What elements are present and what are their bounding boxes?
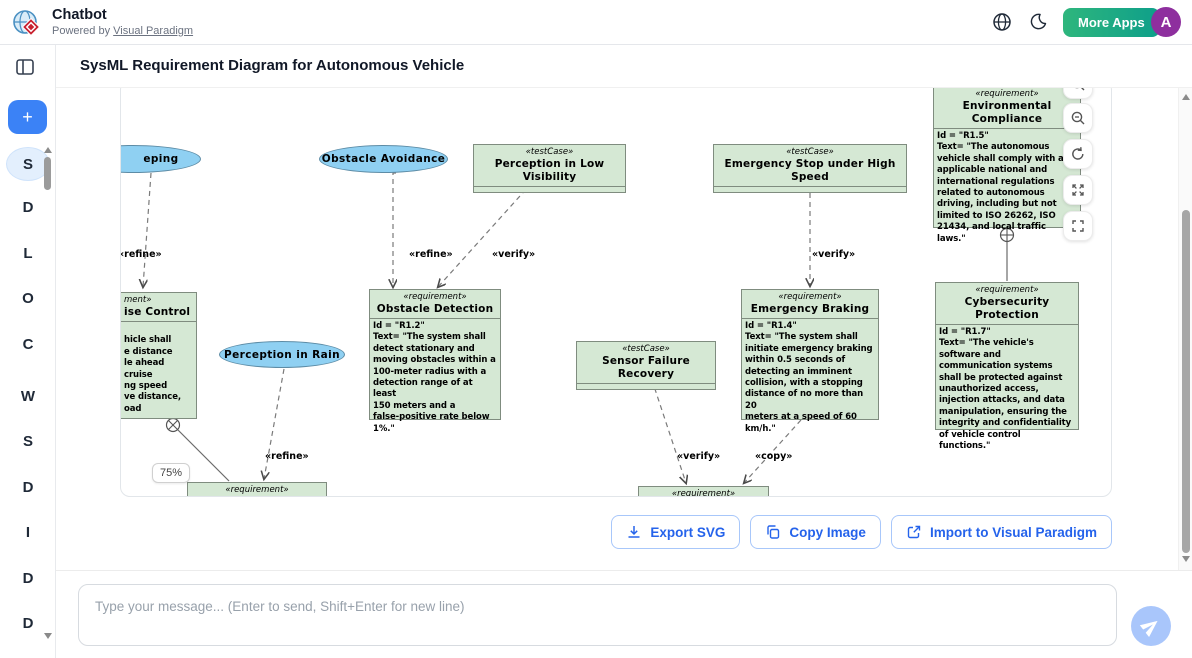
external-link-icon: [907, 525, 921, 539]
requirement-environmental-compliance[interactable]: «requirement» Environmental Compliance I…: [933, 88, 1081, 244]
requirement-sensor-fusion-accuracy[interactable]: «requirement» Sensor Fusion Accuracy: [187, 482, 327, 496]
new-chat-button[interactable]: +: [8, 100, 47, 134]
main-scrollbar[interactable]: [1178, 88, 1192, 570]
export-svg-button[interactable]: Export SVG: [611, 515, 741, 549]
expand-arrows-button[interactable]: [1063, 175, 1093, 205]
sidebar-item-8[interactable]: D: [22, 478, 34, 496]
fullscreen-brackets-icon: [1072, 220, 1084, 232]
scroll-up-button[interactable]: [1182, 94, 1190, 100]
edge-label-verify: «verify»: [492, 249, 536, 260]
sidebar-item-4[interactable]: O: [22, 289, 34, 307]
edge-label-verify: «verify»: [812, 249, 856, 260]
powered-by: Powered by Visual Paradigm: [52, 25, 194, 37]
globe-language-icon[interactable]: [992, 12, 1012, 32]
main-scrollbar-thumb[interactable]: [1182, 210, 1190, 553]
arrows-out-icon: [1072, 184, 1084, 196]
visual-paradigm-logo-icon: [13, 10, 41, 37]
containment-anchor-icon: [165, 227, 1015, 433]
reset-view-button[interactable]: [1063, 139, 1093, 169]
sidebar-item-7[interactable]: S: [22, 432, 33, 450]
plus-icon: +: [22, 106, 33, 127]
sidebar-toggle-icon[interactable]: [16, 59, 34, 75]
sidebar-scrollbar-thumb[interactable]: [44, 157, 51, 190]
testcase-perception-low-visibility[interactable]: «testCase» Perception in Low Visibility: [473, 144, 626, 193]
requirement-emergency-braking[interactable]: «requirement» Emergency Braking Id = "R1…: [741, 289, 879, 434]
zoom-in-icon: [1075, 88, 1085, 91]
page-title: SysML Requirement Diagram for Autonomous…: [80, 57, 465, 74]
sidebar-item-6[interactable]: W: [20, 387, 36, 405]
sidebar: + S D L O C W S D I D D: [0, 45, 56, 658]
message-input-card: [78, 584, 1117, 646]
sidebar-item-11[interactable]: D: [22, 614, 34, 632]
sidebar-item-10[interactable]: D: [22, 569, 34, 587]
requirement-cruise-control-clipped[interactable]: ment» ise Control hicle shall e distance…: [121, 292, 197, 419]
download-icon: [628, 526, 640, 538]
zoom-in-button[interactable]: [1063, 88, 1093, 99]
edge-label-refine: «refine»: [409, 249, 453, 260]
composer: [56, 570, 1192, 658]
sidebar-item-9[interactable]: I: [25, 523, 31, 541]
sidebar-item-5[interactable]: C: [22, 335, 34, 353]
copy-icon: [767, 525, 780, 539]
diagram-message-bubble: «refine» «refine» «verify» «verify» «ref…: [120, 88, 1112, 497]
scroll-down-button[interactable]: [1182, 556, 1190, 562]
fullscreen-button[interactable]: [1063, 211, 1093, 241]
avatar[interactable]: A: [1151, 7, 1181, 37]
zoom-out-icon: [1071, 111, 1085, 125]
sidebar-scroll-up-button[interactable]: [44, 147, 52, 153]
testcase-sensor-failure-recovery[interactable]: «testCase» Sensor Failure Recovery: [576, 341, 716, 390]
sidebar-item-1[interactable]: S: [6, 147, 50, 181]
reset-rotate-icon: [1072, 147, 1084, 160]
sidebar-item-2[interactable]: D: [22, 198, 34, 216]
message-actions: Export SVG Copy Image Import to Visual P…: [611, 515, 1112, 549]
requirement-obstacle-detection[interactable]: «requirement» Obstacle Detection Id = "R…: [369, 289, 501, 434]
message-input[interactable]: [79, 585, 1116, 645]
edge-label-copy: «copy»: [755, 451, 793, 462]
usecase-obstacle-avoidance[interactable]: Obstacle Avoidance: [319, 145, 448, 173]
usecase-perception-in-rain[interactable]: Perception in Rain: [219, 341, 345, 368]
sidebar-item-3[interactable]: L: [23, 244, 33, 262]
chat-scroll-area[interactable]: «refine» «refine» «verify» «verify» «ref…: [56, 88, 1178, 570]
zoom-level-badge: 75%: [152, 463, 191, 483]
app-title: Chatbot: [52, 7, 107, 23]
diagram-canvas[interactable]: «refine» «refine» «verify» «verify» «ref…: [120, 88, 1111, 496]
send-button[interactable]: [1131, 606, 1171, 646]
import-to-visual-paradigm-button[interactable]: Import to Visual Paradigm: [890, 515, 1112, 549]
visual-paradigm-link[interactable]: Visual Paradigm: [113, 25, 194, 37]
send-plane-icon: [1139, 620, 1158, 638]
copy-image-button[interactable]: Copy Image: [750, 515, 881, 549]
edge-label-refine: «refine»: [265, 451, 309, 462]
app-header: Chatbot Powered by Visual Paradigm More …: [0, 0, 1192, 45]
zoom-out-button[interactable]: [1063, 103, 1093, 133]
testcase-emergency-stop-high-speed[interactable]: «testCase» Emergency Stop under High Spe…: [713, 144, 907, 193]
edge-label-refine: «refine»: [120, 249, 162, 260]
dark-mode-moon-icon[interactable]: [1028, 12, 1048, 32]
requirement-fail-safe-operation[interactable]: «requirement» Fail-Safe Operation: [638, 486, 769, 496]
edge-label-verify: «verify»: [677, 451, 721, 462]
more-apps-button[interactable]: More Apps: [1063, 8, 1160, 37]
sidebar-scroll-down-button[interactable]: [44, 633, 52, 639]
requirement-cybersecurity-protection[interactable]: «requirement» Cybersecurity Protection I…: [935, 282, 1079, 451]
conversation-titlebar: SysML Requirement Diagram for Autonomous…: [56, 45, 1192, 88]
